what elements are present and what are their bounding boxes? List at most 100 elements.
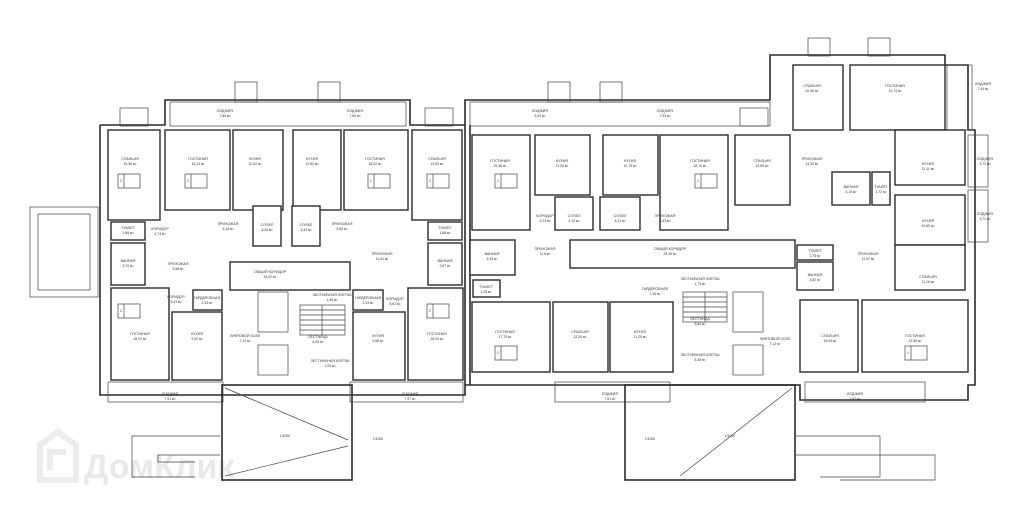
room-name: ЛИФТОВОЙ ХОЛЛ	[230, 334, 261, 338]
room-area: 7,93 м²	[659, 114, 671, 118]
ramp-slope: 1/1000	[645, 437, 655, 441]
room-area: 19,02 м²	[264, 275, 278, 279]
room-name: КУХНЯ	[922, 162, 934, 166]
room-name: СПАЛЬНЯ	[803, 84, 821, 88]
room-name: ЛЕСТНИЦА	[690, 317, 710, 321]
room-name: ТУАЛЕТ	[874, 185, 888, 189]
room-area: 1,45 м²	[480, 290, 492, 294]
room-area: 16,02 м²	[134, 337, 148, 341]
room-area: 4,43 м²	[261, 228, 273, 232]
room-name: КУХНЯ	[191, 332, 203, 336]
room-name: С/УЗЕЛ	[261, 223, 274, 227]
room-name: ЛОДЖИЯ	[657, 109, 673, 113]
room-name: ВАННАЯ	[121, 259, 136, 263]
room-area: 3,72 м²	[979, 162, 991, 166]
room-area: 2,33 м²	[201, 301, 213, 305]
apartment-room-count: 1	[187, 179, 189, 183]
room-area: 7,85 м²	[349, 114, 361, 118]
room-area: 1,86 м²	[439, 231, 451, 235]
room-area: 10,62 м²	[249, 162, 263, 166]
room-area: 18,22 м²	[369, 162, 383, 166]
room-area: 15,36 м²	[124, 162, 138, 166]
room-area: 5,33 м²	[659, 219, 671, 223]
apartment-room-count: 2	[429, 309, 431, 313]
room-area: 5,55 м²	[336, 227, 348, 231]
apartment-summary-box: 2	[117, 303, 141, 319]
domclick-watermark: ДомКлик	[37, 428, 235, 486]
room-name: СПАЛЬНЯ	[571, 330, 589, 334]
room-name: С/УЗЕЛ	[614, 214, 627, 218]
room-area: 7,12 м²	[769, 342, 781, 346]
room-name: ЛОДЖИЯ	[532, 109, 548, 113]
apartment-room-count: 1	[907, 351, 909, 355]
room-name: СПАЛЬНЯ	[121, 157, 139, 161]
room-area: 1,72 м²	[875, 190, 887, 194]
room-name: ТУАЛЕТ	[479, 285, 493, 289]
room-name: ГАРДЕРОБНАЯ	[642, 287, 669, 291]
room-area: 6,06 м²	[312, 340, 324, 344]
room-area: 9,58 м²	[372, 339, 384, 343]
room-area: 4,43 м²	[300, 228, 312, 232]
building-walls: 1/1000 1/1000 1/1000 1/1000	[29, 37, 989, 481]
room-area: 14,32 м²	[806, 162, 820, 166]
room-name: ВАННАЯ	[808, 273, 823, 277]
room-name: КУХНЯ	[306, 157, 318, 161]
room-area: 5,64 м²	[694, 322, 706, 326]
room-area: 10,75 м²	[624, 164, 638, 168]
room-area: 5,61 м²	[389, 302, 401, 306]
room-name: КОРИДОР	[386, 297, 404, 301]
room-area: 16,63 м²	[824, 339, 838, 343]
room-area: 1,73 м²	[694, 282, 706, 286]
room-name: ГОСТИНАЯ	[188, 157, 208, 161]
room-name: ПРИХОЖАЯ	[372, 252, 393, 256]
room-area: 5,16 м²	[222, 227, 234, 231]
room-area: 18,23 м²	[192, 162, 206, 166]
room-name: ВАННАЯ	[485, 252, 500, 256]
room-area: 3,87 м²	[439, 264, 451, 268]
room-name: КОРИДОР	[151, 227, 169, 231]
room-area: 12,24 м²	[574, 335, 588, 339]
room-area: 5,36 м²	[694, 358, 706, 362]
room-area: 1,86 м²	[122, 231, 134, 235]
room-name: ТУАЛЕТ	[438, 226, 452, 230]
room-name: КУХНЯ	[634, 330, 646, 334]
room-area: 29,15 м²	[664, 252, 678, 256]
room-area: 5,38 м²	[486, 257, 498, 261]
room-name: ЛЕСТНИЧНАЯ КЛЕТКА	[680, 277, 720, 281]
room-area: 5,93 м²	[534, 114, 546, 118]
apartment-room-count: 1	[497, 179, 499, 183]
room-area: 7,51 м²	[164, 397, 176, 401]
apartment-summary-box: 1	[694, 173, 718, 189]
